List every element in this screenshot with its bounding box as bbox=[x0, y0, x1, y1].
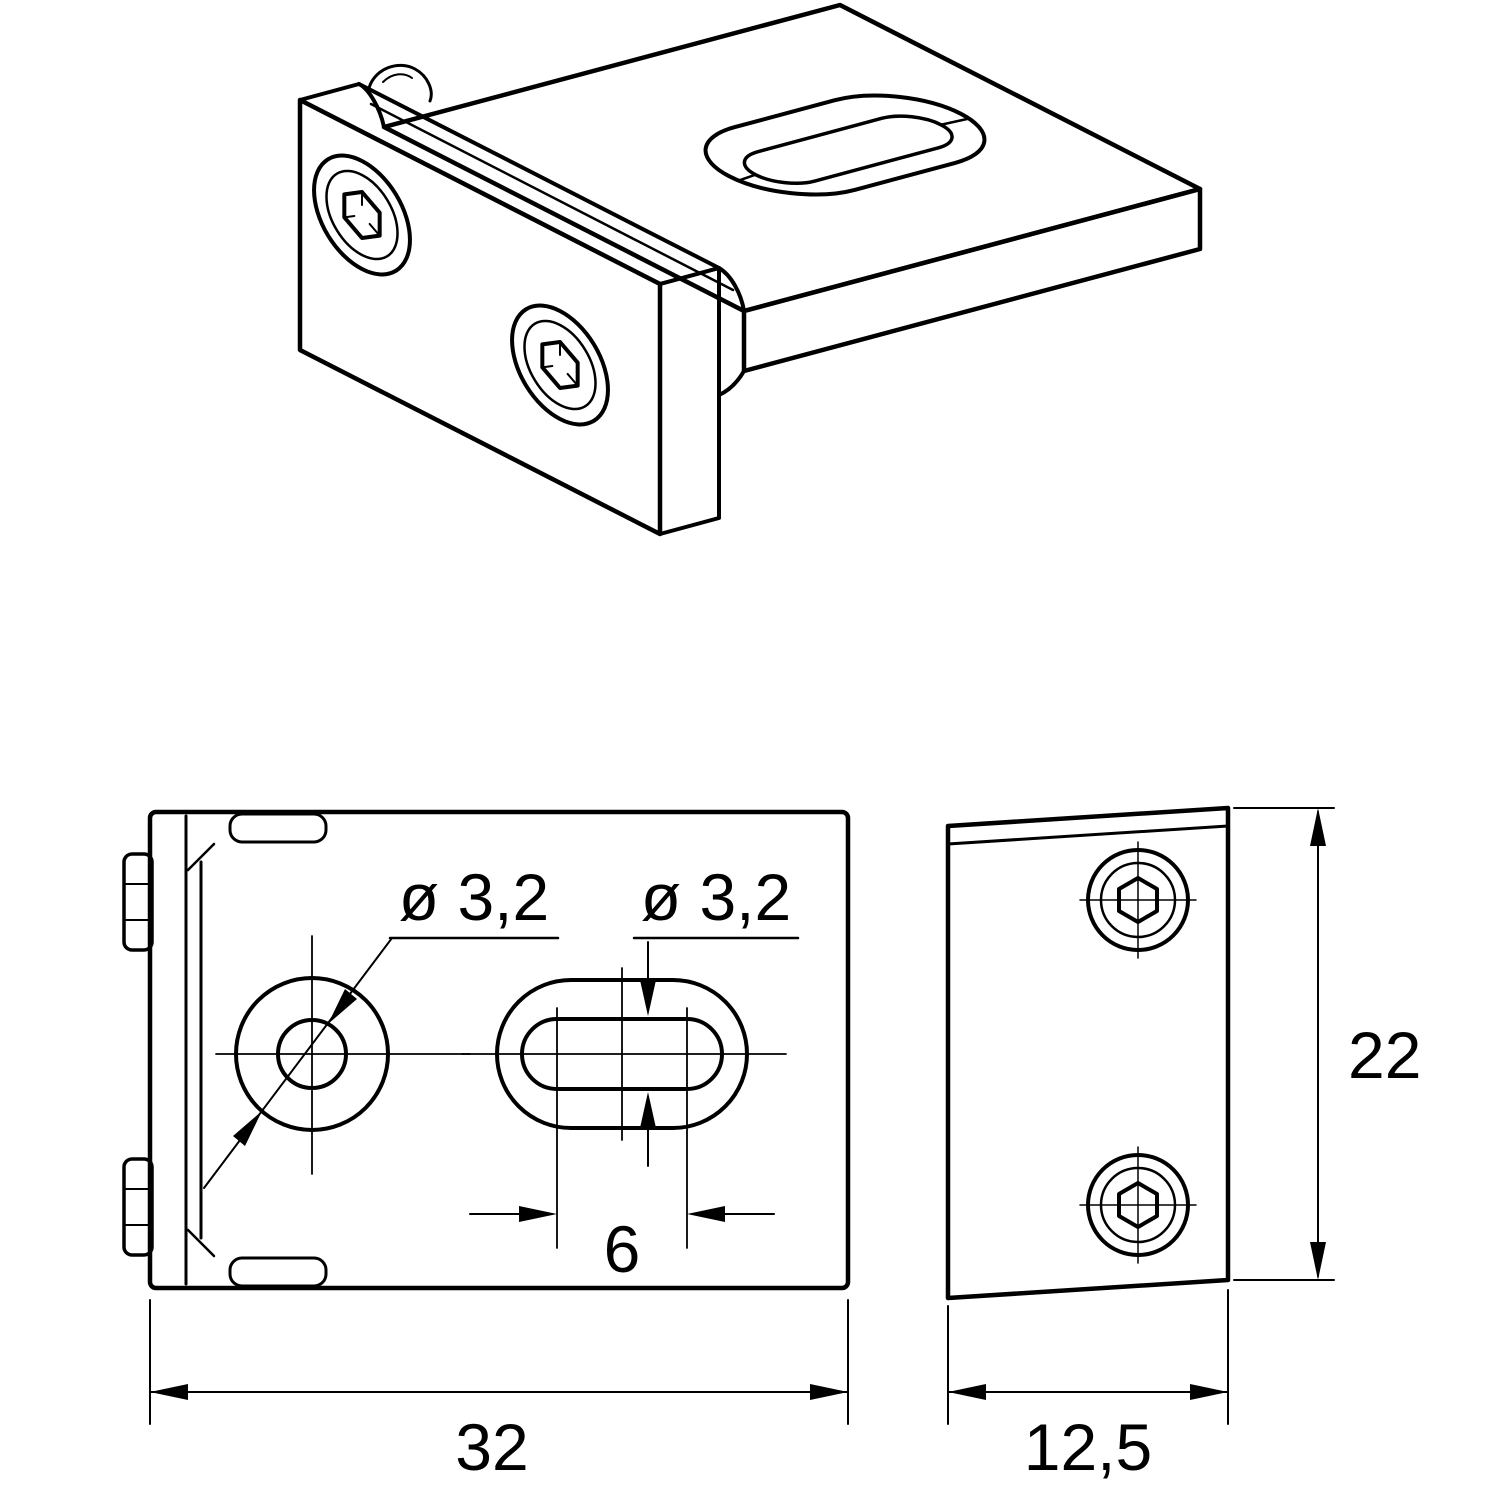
screw-head-chamfer bbox=[326, 157, 397, 274]
hex-shadow-line bbox=[344, 211, 354, 223]
lip-corner-tick-bottom bbox=[186, 1228, 216, 1258]
hex-shadow-line bbox=[542, 361, 552, 373]
screw-tip-outline bbox=[122, 1157, 154, 1257]
arrowhead bbox=[640, 1092, 656, 1128]
arrowhead bbox=[150, 1384, 188, 1400]
side-outline bbox=[945, 805, 1231, 1301]
bend-tangent-line bbox=[369, 102, 735, 292]
screw-tip-outline bbox=[122, 852, 154, 952]
dimension-labels: ø 3,2 ø 3,2 6 32 22 12,5 bbox=[399, 860, 1422, 1484]
plan-outline bbox=[147, 809, 851, 1291]
side-view bbox=[945, 805, 1335, 1425]
screw-head-outline bbox=[512, 286, 608, 444]
flange-side-face bbox=[658, 266, 721, 536]
side-screw-top bbox=[1079, 841, 1197, 959]
dim-overall-length bbox=[149, 1299, 849, 1425]
arrowhead bbox=[687, 1206, 725, 1222]
screw-head-outline bbox=[1086, 1153, 1190, 1257]
slot-counterbore bbox=[669, 83, 1022, 208]
screw-tip-top bbox=[122, 852, 154, 952]
dim-hole-diameter bbox=[203, 936, 560, 1189]
flange-front-face bbox=[297, 97, 663, 537]
slot-wall-edge-right bbox=[941, 117, 970, 125]
side-top-inner-edge bbox=[946, 824, 1230, 846]
dim-overall-depth bbox=[947, 1289, 1229, 1425]
hex-shadow-line bbox=[370, 224, 380, 236]
screw-hex-socket bbox=[542, 333, 577, 397]
bend-edge-near bbox=[357, 82, 386, 129]
arrowhead bbox=[1190, 1384, 1228, 1400]
arrowhead bbox=[233, 1111, 262, 1146]
screw-head-chamfer bbox=[524, 307, 595, 424]
dim-overall-height-label: 22 bbox=[1348, 1018, 1421, 1092]
screw-head-chamfer bbox=[1099, 861, 1177, 939]
lip-tab-bottom bbox=[228, 1256, 328, 1288]
hex-shadow-line bbox=[568, 374, 578, 386]
arrowhead bbox=[810, 1384, 848, 1400]
flange-top-face bbox=[298, 82, 721, 286]
screw-hex-socket bbox=[344, 183, 379, 247]
plan-view bbox=[122, 809, 851, 1425]
dim-slot-diameter-label: ø 3,2 bbox=[641, 860, 791, 934]
socket-screw-lower bbox=[512, 286, 608, 444]
arrowhead bbox=[328, 989, 357, 1024]
screw-head-top-inner-arc bbox=[382, 73, 413, 83]
arrowhead bbox=[519, 1206, 557, 1222]
dim-overall-height bbox=[1233, 807, 1335, 1281]
bend-lower-edge bbox=[717, 369, 746, 397]
arrowhead bbox=[640, 980, 656, 1016]
arrowhead bbox=[1310, 808, 1326, 846]
plate-front-band bbox=[741, 186, 1203, 374]
dim-overall-length-label: 32 bbox=[455, 1410, 528, 1484]
screw-head-outline bbox=[1086, 848, 1190, 952]
dim-slot-length bbox=[469, 1206, 775, 1222]
lip-tab-top bbox=[228, 812, 328, 844]
dim-slot-length-label: 6 bbox=[604, 1212, 641, 1286]
arrowhead bbox=[1310, 1242, 1326, 1280]
slot-wall-edge-left bbox=[736, 175, 757, 181]
iso-slot bbox=[669, 83, 1022, 208]
screw-head-top-arc bbox=[367, 63, 433, 103]
screw-tip-bottom bbox=[122, 1157, 154, 1257]
slot-through-hole bbox=[727, 110, 969, 189]
dim-hole-diameter-label: ø 3,2 bbox=[399, 860, 549, 934]
dim-overall-depth-label: 12,5 bbox=[1024, 1410, 1152, 1484]
screw-hex-socket bbox=[1117, 1181, 1159, 1229]
side-screw-bottom bbox=[1079, 1146, 1197, 1264]
bend-edge-far bbox=[717, 266, 746, 313]
arrowhead bbox=[948, 1384, 986, 1400]
screw-head-chamfer bbox=[1099, 1166, 1177, 1244]
screw-head-outline bbox=[314, 136, 410, 294]
screw-hex-socket bbox=[1117, 876, 1159, 924]
lip-corner-tick-top bbox=[186, 842, 216, 872]
socket-screw-upper bbox=[314, 136, 410, 294]
dim-slot-diameter bbox=[632, 936, 800, 1167]
isometric-view bbox=[297, 2, 1203, 537]
leader-line bbox=[203, 937, 393, 1189]
